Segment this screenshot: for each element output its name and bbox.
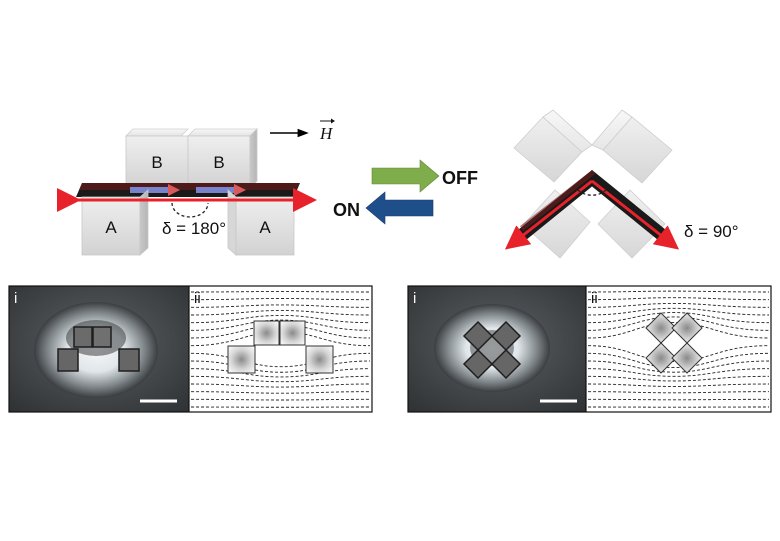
panel-frame — [8, 285, 373, 413]
field-line — [587, 391, 770, 394]
cube-label-a1: A — [105, 218, 117, 237]
field-line — [587, 360, 770, 373]
panel-right: i ii — [407, 285, 772, 413]
magnetization-right-arrow — [591, 179, 680, 250]
angle-label-90: δ = 90° — [684, 222, 739, 241]
field-line — [190, 391, 371, 394]
field-line — [587, 368, 770, 377]
field-line — [587, 375, 770, 382]
angle-arc-180 — [171, 202, 209, 218]
subpanel-label-i: i — [14, 290, 17, 307]
off-arrow-icon — [371, 159, 440, 193]
field-line — [190, 375, 371, 383]
cube-rotated-upper-left — [513, 109, 593, 183]
subpanel-label-i: i — [413, 290, 416, 307]
field-line — [190, 368, 371, 378]
field-line — [190, 319, 371, 331]
field-line — [587, 290, 770, 293]
micrograph-90: i — [408, 286, 586, 412]
field-line — [587, 316, 770, 331]
cube-rotated-lower-right — [597, 189, 666, 259]
micro-cubes — [57, 326, 140, 372]
switch-arrows: OFF ON — [333, 159, 478, 225]
field-line — [190, 304, 371, 308]
field-line-simulation-180: ii — [189, 286, 372, 412]
field-line — [587, 312, 770, 324]
micrograph-180: i — [9, 286, 189, 412]
field-line — [587, 307, 770, 316]
cube-label-a2: A — [259, 218, 271, 237]
field-line — [190, 398, 371, 401]
field-line — [587, 302, 770, 308]
subpanel-label-ii: ii — [591, 290, 598, 307]
micro-cubes-rotated — [462, 320, 522, 380]
field-symbol: H — [319, 124, 334, 143]
panel-frame — [407, 285, 772, 413]
field-line — [190, 352, 371, 368]
field-line — [587, 383, 770, 387]
on-arrow-icon — [365, 191, 434, 225]
on-label: ON — [333, 200, 360, 220]
field-line-simulation-90: ii — [586, 286, 771, 412]
field-line — [587, 297, 770, 301]
field-line — [190, 314, 371, 324]
magnetization-left-arrow — [504, 179, 593, 250]
field-line — [190, 383, 371, 388]
field-line — [190, 360, 371, 373]
angle-label-180: δ = 180° — [162, 219, 226, 238]
cube-label-b1: B — [151, 153, 162, 172]
field-line — [190, 298, 371, 301]
cube-rotated-upper-right — [591, 109, 673, 184]
cube-label-b2: B — [213, 153, 224, 172]
subpanel-label-ii: ii — [194, 290, 201, 307]
field-lines — [587, 290, 770, 408]
sim-cubes-rotated — [645, 312, 703, 374]
field-lines — [190, 291, 371, 408]
config-180-schematic: B B A A δ = 180° — [57, 128, 317, 256]
field-line — [587, 352, 770, 368]
field-line — [587, 345, 770, 362]
field-line — [587, 321, 770, 339]
panel-left: i ii — [8, 285, 373, 413]
field-line — [190, 310, 371, 316]
sim-cubes — [227, 320, 334, 374]
config-90-schematic: δ = 90° — [504, 109, 739, 259]
field-direction-indicator: H — [270, 118, 335, 143]
off-label: OFF — [442, 168, 478, 188]
cube-rotated-lower-left — [522, 189, 591, 259]
cube-b-left — [125, 128, 189, 189]
